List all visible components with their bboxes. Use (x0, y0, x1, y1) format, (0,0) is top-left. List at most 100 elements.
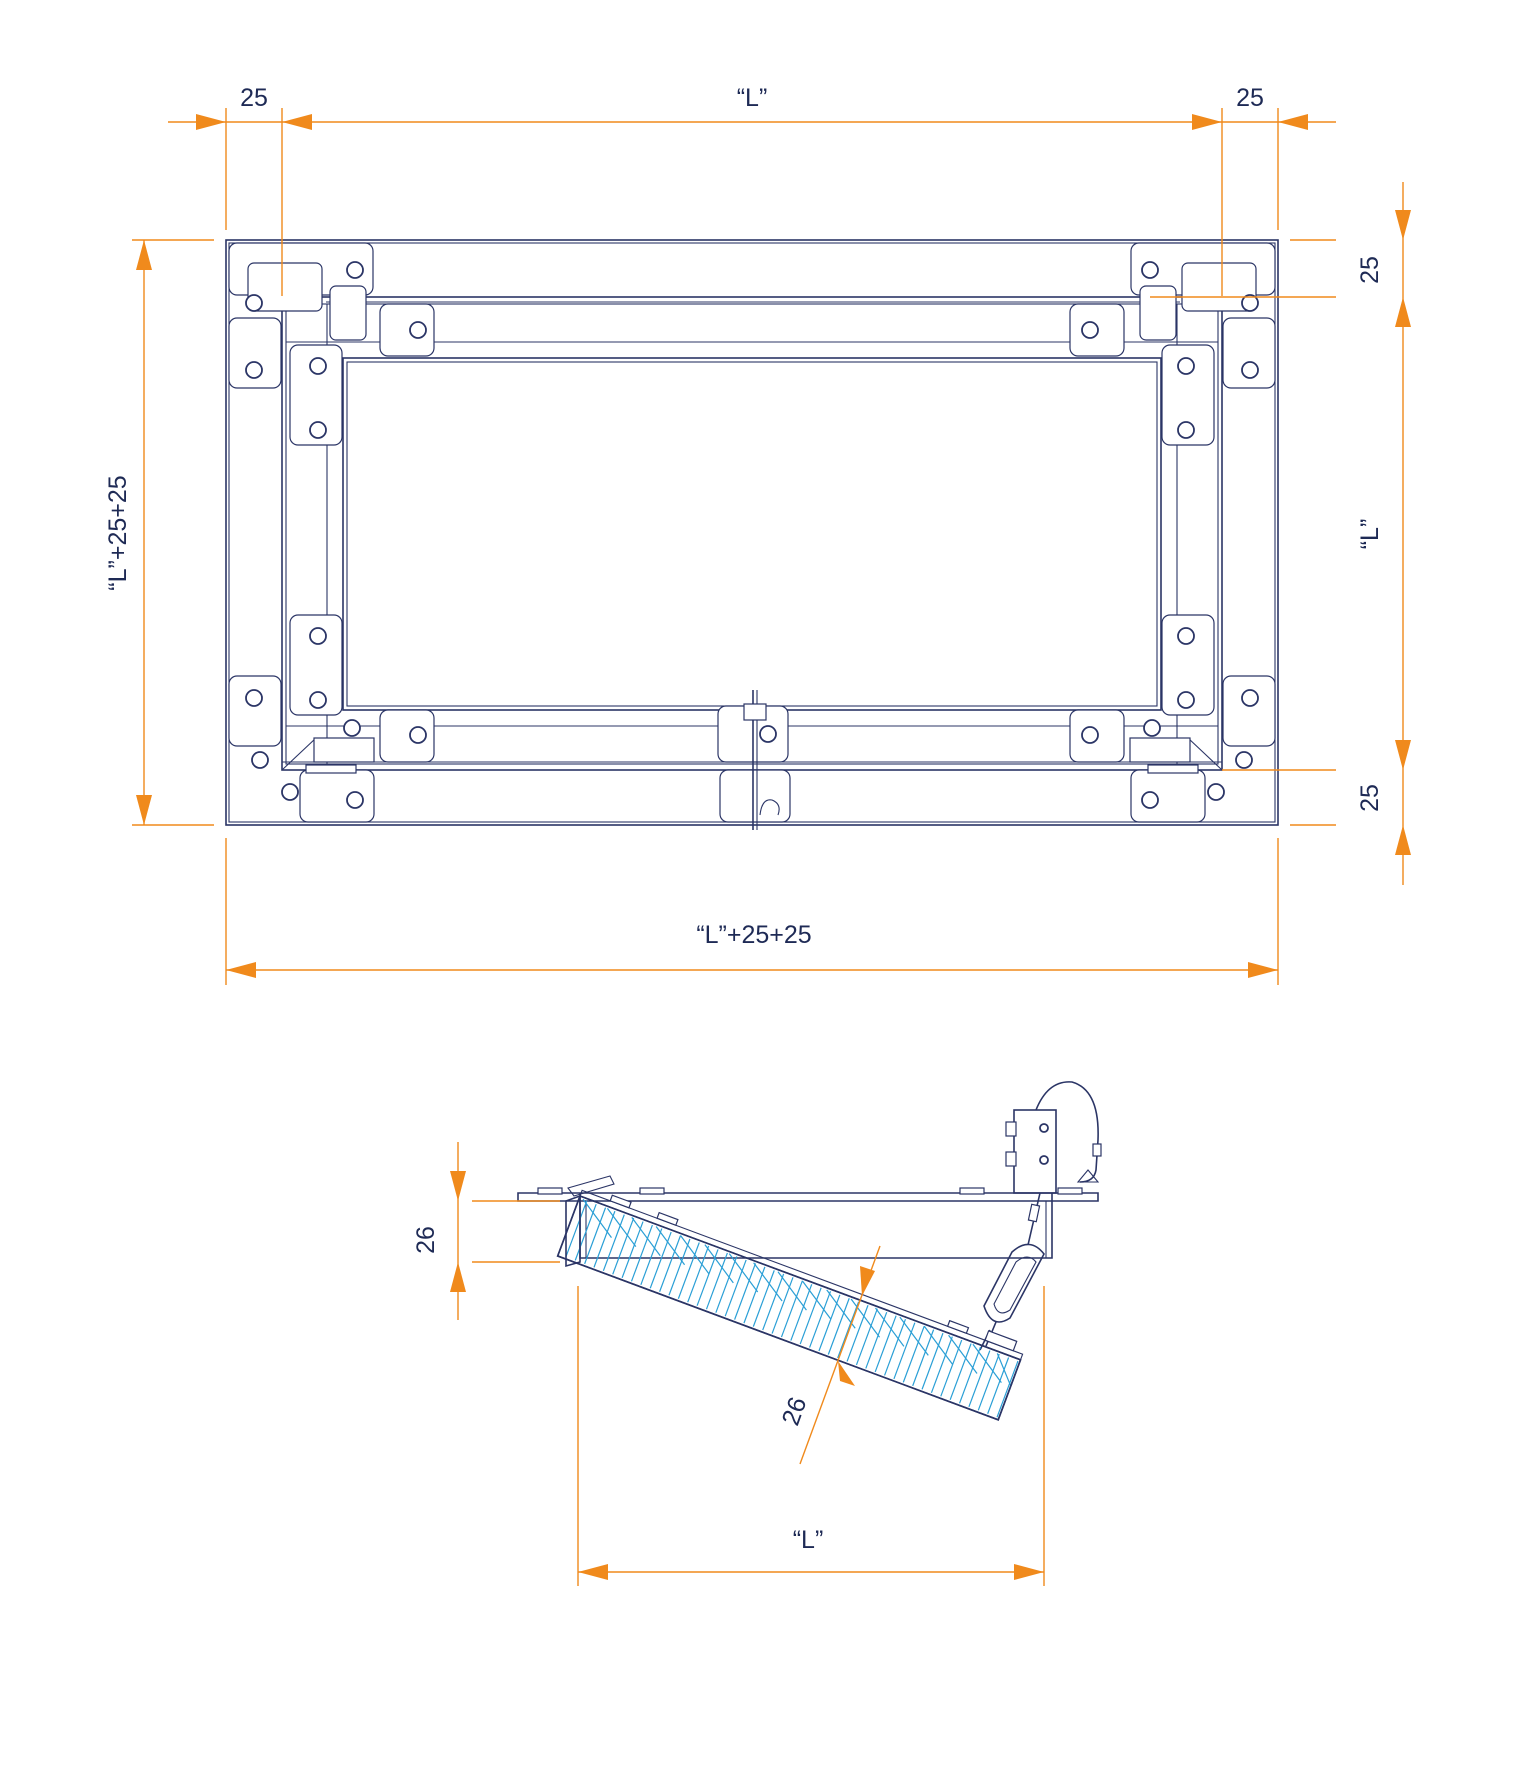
hinge-block-left (247, 262, 323, 312)
plate-outer-l-top (228, 317, 282, 389)
hatch-diag (582, 1198, 612, 1238)
plate-leaf-tr-v (1161, 344, 1215, 446)
mounting-hole (245, 294, 263, 312)
outer-frame (225, 239, 1279, 826)
hatch-diag (826, 1289, 856, 1329)
mounting-hole (281, 783, 299, 801)
hatch-line (602, 1214, 625, 1272)
hatch-line (902, 1325, 925, 1383)
plate-outer-l-bot (228, 675, 282, 747)
hatch-line (893, 1322, 916, 1380)
hatch-line (584, 1207, 607, 1265)
mounting-hole (346, 791, 364, 809)
hatch-line (987, 1357, 1010, 1414)
mounting-hole (409, 321, 427, 339)
plate-leaf-tl-h (379, 303, 435, 357)
dim-top-left-25: 25 (240, 84, 268, 112)
frame-flange (517, 1192, 1099, 1202)
hatch-line (940, 1339, 963, 1397)
plan-dimensions: 25 “L” 25 25 “L” 25 “L”+25+25 “L”+25+25 (104, 84, 1411, 985)
hatch-line (921, 1332, 944, 1390)
plate-outer-r-top (1222, 317, 1276, 389)
hatch-line (668, 1238, 691, 1296)
section-view (517, 1081, 1102, 1421)
latch-left (313, 737, 375, 763)
hatch-line (565, 1200, 588, 1258)
plate-leaf-br-v (1161, 614, 1215, 716)
mounting-hole (309, 357, 327, 375)
hatch-line (771, 1277, 794, 1334)
mounting-hole (759, 725, 777, 743)
hatch-line (743, 1266, 766, 1324)
hatch-line (724, 1259, 747, 1317)
mounting-hole (1177, 421, 1195, 439)
hatch-line (874, 1315, 897, 1373)
hinge-block-right (1181, 262, 1257, 312)
hatch-line (715, 1256, 738, 1313)
hatch-diag (631, 1217, 661, 1257)
right-diag-corner (1187, 737, 1223, 771)
hatch-line (574, 1203, 597, 1261)
mounting-hole (1141, 261, 1159, 279)
hatch-diag (777, 1271, 807, 1311)
hatch-diag (972, 1343, 1002, 1383)
dim-bottom-total: “L”+25+25 (696, 921, 811, 949)
mounting-hole (1177, 627, 1195, 645)
mounting-hole (1235, 751, 1253, 769)
clear-opening (342, 357, 1162, 711)
hatch-diag (655, 1226, 686, 1266)
hatch-diag (606, 1207, 637, 1248)
mounting-hole (343, 719, 361, 737)
dim-right-top-25: 25 (1356, 256, 1384, 284)
hatch-line (865, 1311, 888, 1369)
cable-loop (759, 799, 780, 816)
dim-right-bottom-25: 25 (1356, 784, 1384, 812)
hatch-line (837, 1301, 860, 1359)
hatch-diag (704, 1244, 734, 1284)
hatch-line (612, 1217, 635, 1275)
section-dimensions: 26 26 “L” (412, 1142, 1045, 1586)
hatch-line (705, 1252, 728, 1310)
cable-bracket (1013, 1109, 1057, 1194)
lock-tab (743, 703, 767, 721)
plate-leaf-tl-v (289, 344, 343, 446)
safety-cable-arc (1035, 1081, 1099, 1183)
dim-right-l: “L” (1356, 519, 1384, 550)
hatch-line (912, 1329, 935, 1387)
plate-leaf-bl-v (289, 614, 343, 716)
hatch-diag (753, 1262, 783, 1302)
mounting-hole (346, 261, 364, 279)
hatch-diag (899, 1316, 929, 1356)
mounting-hole (309, 627, 327, 645)
mounting-holes (245, 261, 1259, 809)
hinge-knuckle-right (1139, 285, 1177, 341)
hatch-line (762, 1273, 785, 1331)
hatch-diag (996, 1353, 1012, 1387)
hatch-line (949, 1343, 972, 1401)
dim-frame-depth: 26 (412, 1226, 440, 1254)
hatch-line (958, 1346, 982, 1404)
hatch-line (630, 1224, 653, 1282)
inner-frame (281, 296, 1223, 771)
hatch-diag (948, 1334, 978, 1374)
dim-top-right-25: 25 (1236, 84, 1264, 112)
plate-outer-bc (719, 769, 791, 823)
mounting-hole (409, 726, 427, 744)
mounting-hole (1081, 726, 1099, 744)
hatch-line (846, 1305, 869, 1362)
mounting-hole (1241, 294, 1259, 312)
dim-opening-width: “L” (793, 1526, 824, 1554)
hatch-line (687, 1245, 710, 1303)
hatch-line (977, 1353, 1000, 1411)
hatch-line (996, 1360, 1019, 1418)
mounting-hole (1177, 691, 1195, 709)
hatch-line (930, 1336, 953, 1394)
clear-opening-edge (346, 361, 1158, 707)
door-leaf-outer (285, 303, 1219, 765)
mounting-hole (1141, 791, 1159, 809)
plan-view (225, 239, 1279, 830)
snap-hook-icon (983, 1243, 1045, 1323)
insulation-hatch (565, 1198, 1019, 1418)
latch-right-bar (1147, 764, 1199, 774)
